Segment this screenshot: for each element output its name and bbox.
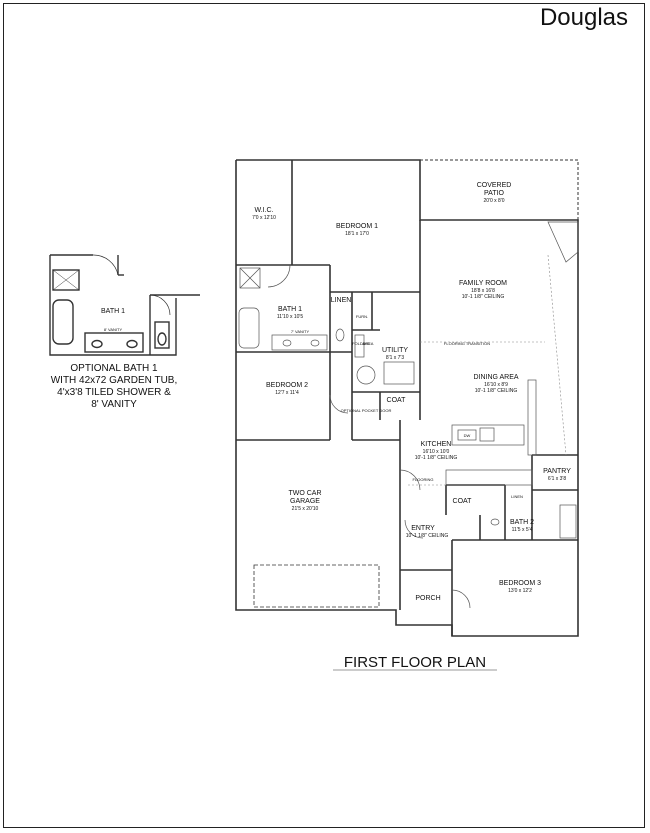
dw-label: DW [464, 433, 471, 438]
inset-walls [49, 254, 200, 356]
main-walls [235, 159, 579, 637]
garage-dim: 21'5 x 20'10 [292, 506, 319, 512]
bath1-dim: 11'10 x 10'5 [277, 314, 304, 320]
bath1-vanity: 7' VANITY [291, 329, 310, 334]
coat2-name: COAT [453, 498, 473, 505]
inset-caption-line2: WITH 42x72 GARDEN TUB, [51, 375, 178, 386]
inset-vanity-label: 8' VANITY [104, 327, 123, 332]
bedroom3-name: BEDROOM 3 [499, 580, 541, 587]
utility-name: UTILITY [382, 347, 408, 354]
folding-name2: AREA [363, 341, 374, 346]
flooring-transition-lines [408, 254, 567, 486]
family-room-dim: 18'8 x 16'8 [471, 288, 495, 294]
patio-name2: PATIO [484, 190, 505, 197]
kitchen-ceiling: 10'-1 1/8" CEILING [415, 455, 458, 461]
furn-name: FURN. [356, 314, 368, 319]
bath1-name: BATH 1 [278, 306, 302, 313]
pocket-door-note: OPTIONAL POCKET DOOR [341, 408, 392, 413]
family-room-ceiling: 10'-1 1/8" CEILING [462, 294, 505, 300]
pantry-name: PANTRY [543, 468, 571, 475]
pantry-dim: 6'1 x 3'8 [548, 476, 567, 482]
bedroom1-name: BEDROOM 1 [336, 223, 378, 230]
linen1-name: LINEN [331, 297, 352, 304]
kitchen-dim: 16'10 x 10'0 [423, 449, 450, 455]
bath2-dim: 11'5 x 5'4 [512, 527, 533, 533]
inset-caption-line1: OPTIONAL BATH 1 [70, 363, 158, 374]
dining-name: DINING AREA [473, 374, 518, 381]
bedroom2-name: BEDROOM 2 [266, 382, 308, 389]
dining-ceiling: 10'-1 1/8" CEILING [475, 388, 518, 394]
bath2-name: BATH 2 [510, 519, 534, 526]
dining-dim: 16'10 x 8'9 [484, 382, 508, 388]
inset-bath-label: BATH 1 [101, 308, 125, 315]
kitchen-name: KITCHEN [421, 441, 452, 448]
inset-caption-line3: 4'x3'8 TILED SHOWER & [57, 387, 171, 398]
garage-name2: GARAGE [290, 498, 320, 505]
porch-name: PORCH [415, 595, 440, 602]
coat1-name: COAT [387, 397, 407, 404]
wic-dim: 7'0 x 12'10 [252, 215, 276, 221]
bedroom1-dim: 18'1 x 17'0 [345, 231, 369, 237]
bedroom2-dim: 12'7 x 11'4 [275, 390, 299, 396]
family-room-name: FAMILY ROOM [459, 280, 507, 287]
linen2-name: LINEN [511, 494, 523, 499]
bedroom3-dim: 13'0 x 12'2 [508, 588, 532, 594]
fixtures [238, 221, 579, 609]
inset-caption-line4: 8' VANITY [91, 399, 137, 410]
plan-title: FIRST FLOOR PLAN [344, 654, 486, 671]
page-frame [3, 3, 645, 828]
flooring-transition-note: FLOORING TRANSITION [444, 341, 490, 346]
patio-dim: 20'0 x 8'0 [483, 198, 504, 204]
entry-name: ENTRY [411, 525, 435, 532]
utility-dim: 8'1 x 7'3 [386, 355, 405, 361]
patio-name: COVERED [477, 182, 512, 189]
wic-name: W.I.C. [254, 207, 273, 214]
entry-ceiling: 10'-1 1/8" CEILING [406, 533, 449, 539]
folding-name: FOLDING [352, 341, 370, 346]
plan-name-title: Douglas [539, 4, 628, 31]
garage-name: TWO CAR [288, 490, 321, 497]
flooring-note: FLOORING [413, 477, 434, 482]
